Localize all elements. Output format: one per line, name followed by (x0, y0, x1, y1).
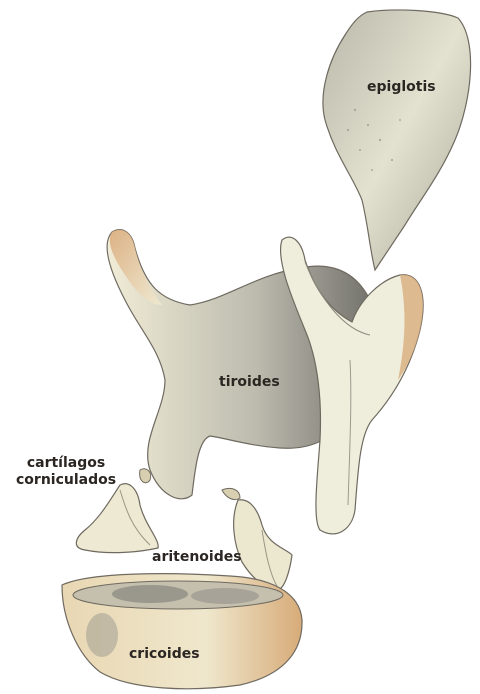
label-corniculados-line1: cartílagos (16, 455, 116, 472)
label-epiglotis: epiglotis (367, 79, 436, 96)
epiglottis-shape (323, 10, 471, 270)
label-cricoides: cricoides (129, 646, 200, 663)
label-tiroides: tiroides (219, 374, 280, 391)
cricoid-shape (62, 574, 302, 689)
label-corniculados-line2: corniculados (16, 472, 116, 489)
label-cartilagos-corniculados: cartílagos corniculados (16, 455, 116, 489)
label-aritenoides: aritenoides (152, 549, 242, 566)
